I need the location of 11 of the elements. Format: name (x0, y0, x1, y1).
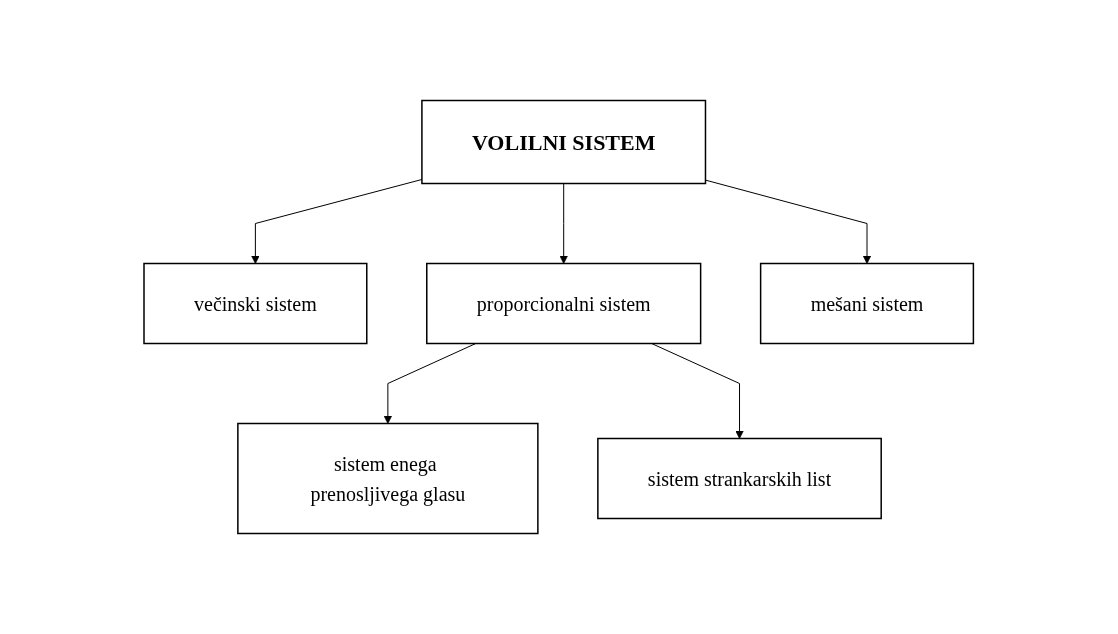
node-box: sistem enega prenosljivega glasu (237, 422, 539, 535)
node-box: mešani sistem (760, 262, 975, 345)
arrow (383, 343, 477, 424)
node-box: proporcionalni sistem (426, 262, 702, 345)
arrow (251, 179, 423, 264)
arrow (651, 343, 745, 439)
node-box: sistem strankarskih list (597, 437, 883, 520)
node-box: večinski sistem (143, 262, 368, 345)
arrow (559, 183, 569, 264)
node-box: VOLILNI SISTEM (421, 99, 707, 185)
arrow (705, 179, 872, 264)
